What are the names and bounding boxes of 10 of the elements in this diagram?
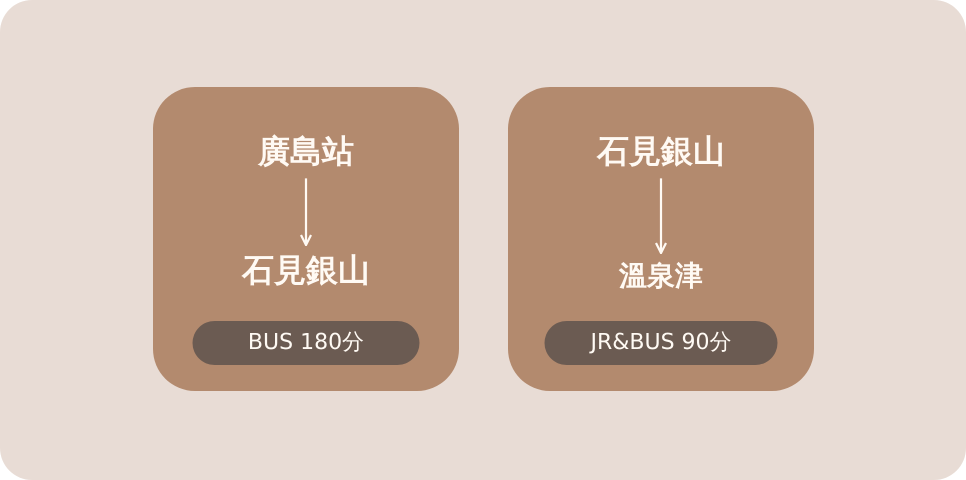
station-name: 廣島站: [258, 132, 354, 170]
arrow: [654, 178, 668, 254]
arrow: [300, 178, 312, 246]
route-card: [153, 87, 459, 391]
station-name: 石見銀山: [242, 251, 370, 290]
station-name: 溫泉津: [619, 259, 703, 293]
route-card: [508, 87, 814, 391]
travel-time-badge: BUS 180分: [192, 321, 420, 365]
travel-time-badge: JR&BUS 90分: [544, 321, 778, 365]
station-name: 石見銀山: [597, 132, 725, 170]
